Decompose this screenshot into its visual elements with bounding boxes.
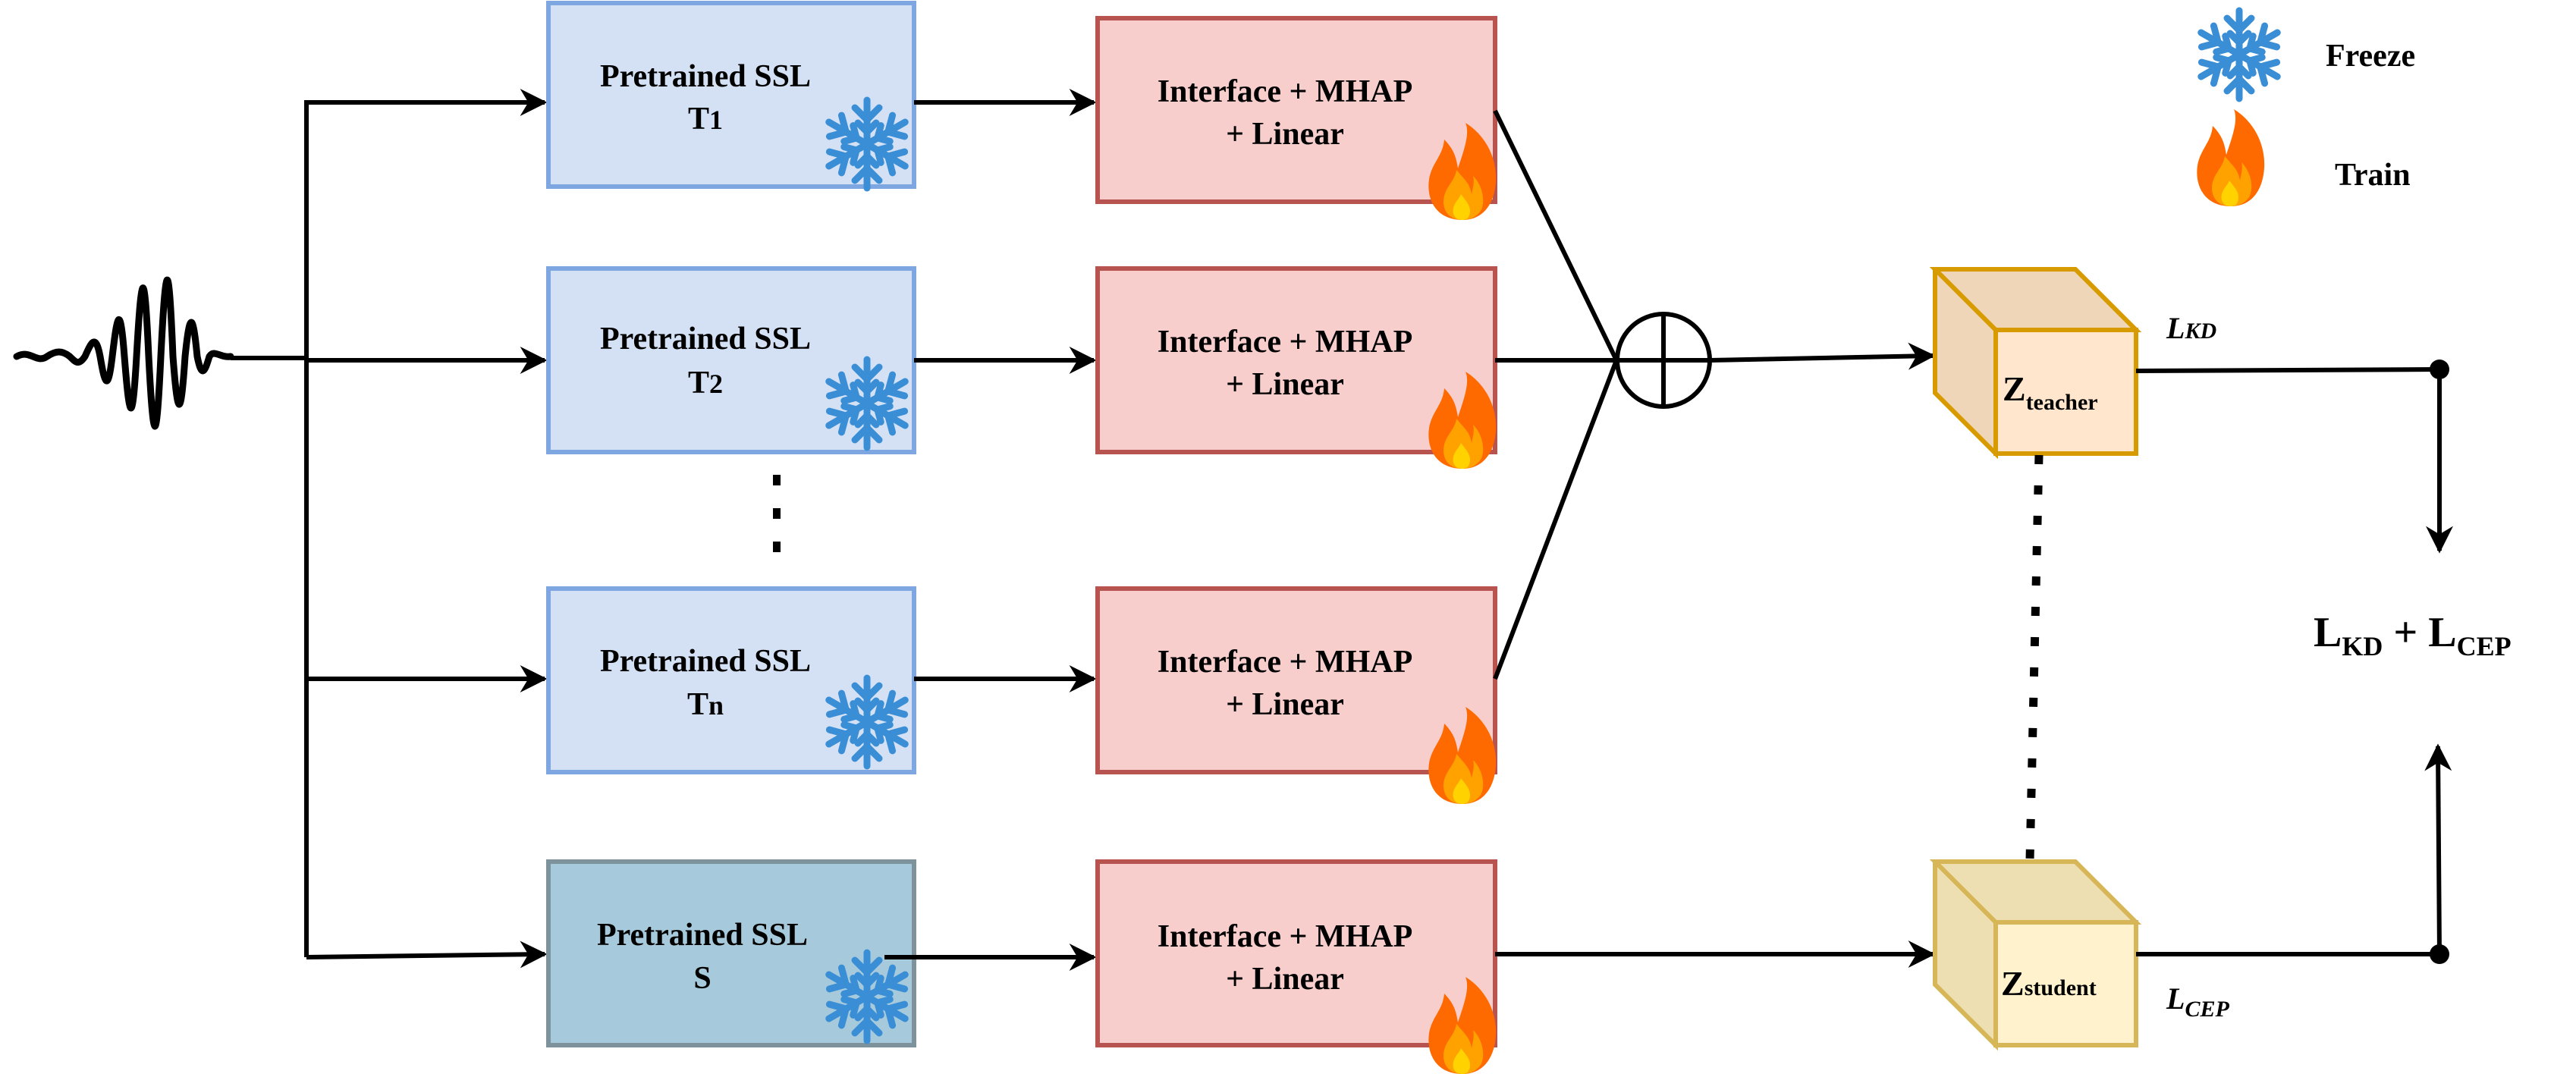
loss-cep-label: LCEP	[2166, 981, 2229, 1022]
teacher-1-id: T1	[688, 102, 723, 137]
line-headn-to-sum	[1493, 359, 1619, 680]
head-box-1: Interface + MHAP + Linear	[1095, 16, 1497, 220]
head-2-line2: + Linear	[1226, 367, 1344, 402]
teacher-2-title: Pretrained SSL	[600, 322, 811, 356]
legend: Freeze Train	[2195, 11, 2415, 206]
z-teacher-label: Zteacher	[2003, 369, 2098, 415]
dotted-connector	[2025, 454, 2044, 861]
head-box-student: Interface + MHAP + Linear	[1095, 859, 1497, 1074]
loss-kd-label: LKD	[2166, 311, 2216, 345]
line-head1-to-sum	[1493, 109, 1619, 362]
head-2-line1: Interface + MHAP	[1158, 325, 1412, 360]
head-1-line1: Interface + MHAP	[1158, 74, 1412, 109]
head-n-line2: + Linear	[1226, 687, 1344, 722]
z-student-label: Zstudent	[2001, 964, 2097, 1003]
z-student-cube: Zstudent	[1929, 859, 2142, 1051]
teacher-n-title: Pretrained SSL	[600, 644, 811, 679]
sum-operator-icon	[1615, 312, 1712, 409]
teacher-ssl-box-n: Pretrained SSL Tn	[546, 586, 916, 774]
teacher-2-id: T2	[688, 366, 723, 400]
head-box-n: Interface + MHAP + Linear	[1095, 586, 1497, 804]
arrow-cep-to-total	[2424, 743, 2452, 955]
student-title: Pretrained SSL	[597, 918, 808, 953]
legend-freeze-label: Freeze	[2326, 39, 2415, 74]
total-loss-label: LKD + LCEP	[2314, 609, 2512, 661]
head-box-2: Interface + MHAP + Linear	[1095, 266, 1497, 469]
head-s-line1: Interface + MHAP	[1158, 919, 1412, 954]
teacher-n-id: Tn	[687, 687, 724, 722]
arrow-sum-to-zteacher	[1709, 342, 1936, 370]
teacher-1-title: Pretrained SSL	[600, 59, 811, 94]
arrow-to-s	[306, 941, 548, 969]
student-id: S	[693, 961, 711, 996]
snowflake-icon	[2195, 11, 2283, 99]
flame-icon	[2197, 109, 2265, 206]
head-1-line2: + Linear	[1226, 117, 1344, 152]
head-n-line1: Interface + MHAP	[1158, 645, 1412, 680]
head-s-line2: + Linear	[1226, 962, 1344, 997]
kd-line	[2135, 367, 2440, 373]
legend-train-label: Train	[2335, 158, 2411, 193]
teacher-ssl-box-2: Pretrained SSL T2	[546, 266, 916, 454]
teacher-ssl-box-1: Pretrained SSL T1	[546, 1, 916, 188]
waveform-icon	[13, 276, 234, 430]
ellipsis-dots	[773, 475, 781, 552]
student-ssl-box: Pretrained SSL S	[546, 859, 916, 1047]
z-teacher-cube: Zteacher	[1929, 267, 2142, 460]
